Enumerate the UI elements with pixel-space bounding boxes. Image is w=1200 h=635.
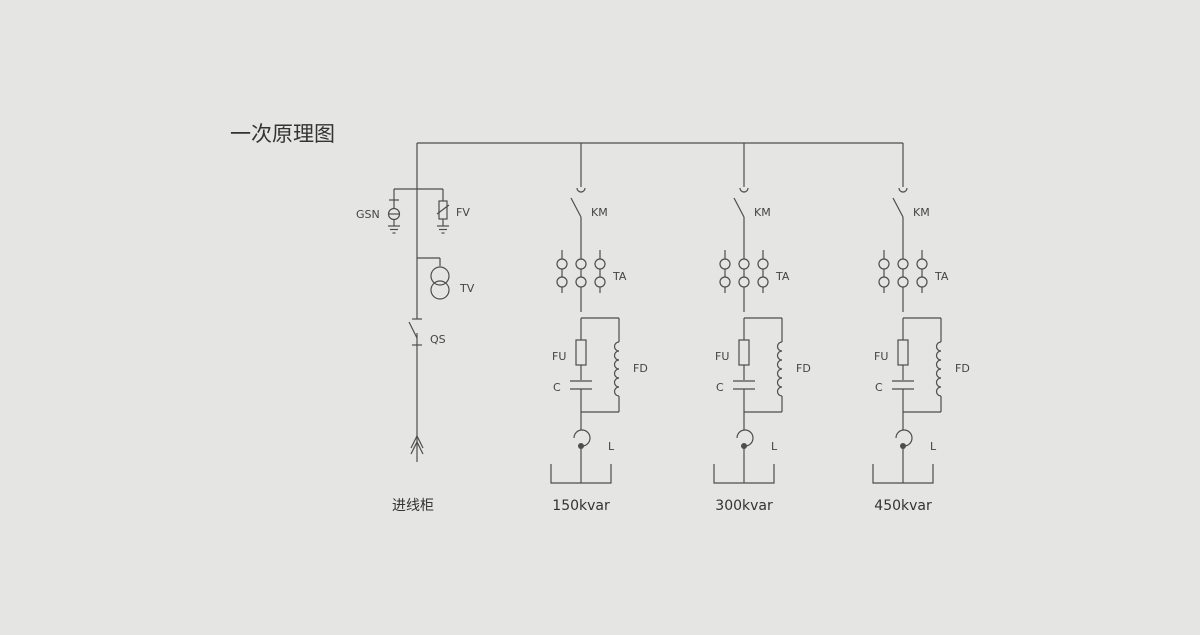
l-label: L — [771, 440, 778, 453]
fv-label: FV — [456, 206, 470, 219]
branch-caption: 150kvar — [552, 498, 610, 514]
c-capacitor-symbol — [570, 380, 592, 412]
qs-label: QS — [430, 333, 446, 346]
fd-label: FD — [796, 362, 811, 375]
capacitor-branch-2: KM TA FU C F — [713, 143, 811, 514]
tv-symbol — [417, 257, 450, 300]
diagram-title: 一次原理图 — [230, 122, 335, 146]
fu-fuse-symbol — [575, 318, 587, 380]
km-label: KM — [591, 206, 608, 219]
capacitor-branch-1: KM TA FU C F — [550, 143, 648, 514]
tv-label: TV — [459, 282, 475, 295]
ta-label: TA — [934, 270, 949, 283]
fu-label: FU — [874, 350, 888, 363]
enclosure-tray-symbol — [550, 464, 612, 484]
fu-label: FU — [552, 350, 566, 363]
gsn-label: GSN — [356, 208, 380, 221]
c-label: C — [553, 381, 561, 394]
enclosure-tray-symbol — [872, 464, 934, 484]
ta-current-transformer-symbol — [556, 250, 606, 293]
cable-arrow-symbol — [410, 434, 424, 455]
l-label: L — [930, 440, 937, 453]
branch-caption: 300kvar — [715, 498, 773, 514]
incoming-cabinet: GSN FV TV QS — [356, 143, 475, 514]
km-label: KM — [913, 206, 930, 219]
branch-caption: 450kvar — [874, 498, 932, 514]
fd-discharge-coil-symbol — [613, 341, 620, 412]
l-reactor-symbol — [736, 429, 754, 483]
ta-current-transformer-symbol — [878, 250, 928, 293]
capacitor-branch-3: KM TA FU C F — [872, 143, 970, 514]
c-label: C — [875, 381, 883, 394]
c-capacitor-symbol — [892, 380, 914, 412]
l-reactor-symbol — [895, 429, 913, 483]
km-contactor-symbol — [892, 187, 908, 218]
km-contactor-symbol — [570, 187, 586, 218]
qs-switch-symbol — [408, 318, 422, 346]
enclosure-tray-symbol — [713, 464, 775, 484]
fu-label: FU — [715, 350, 729, 363]
fd-label: FD — [955, 362, 970, 375]
km-label: KM — [754, 206, 771, 219]
ta-label: TA — [775, 270, 790, 283]
l-label: L — [608, 440, 615, 453]
gsn-symbol — [387, 189, 401, 234]
c-capacitor-symbol — [733, 380, 755, 412]
fu-fuse-symbol — [897, 318, 909, 380]
l-reactor-symbol — [573, 429, 591, 483]
ta-current-transformer-symbol — [719, 250, 769, 293]
km-contactor-symbol — [733, 187, 749, 218]
fv-symbol — [436, 189, 450, 234]
fd-discharge-coil-symbol — [935, 341, 942, 412]
c-label: C — [716, 381, 724, 394]
ta-label: TA — [612, 270, 627, 283]
fd-discharge-coil-symbol — [776, 341, 783, 412]
fu-fuse-symbol — [738, 318, 750, 380]
incoming-caption: 进线柜 — [392, 498, 434, 514]
fd-label: FD — [633, 362, 648, 375]
